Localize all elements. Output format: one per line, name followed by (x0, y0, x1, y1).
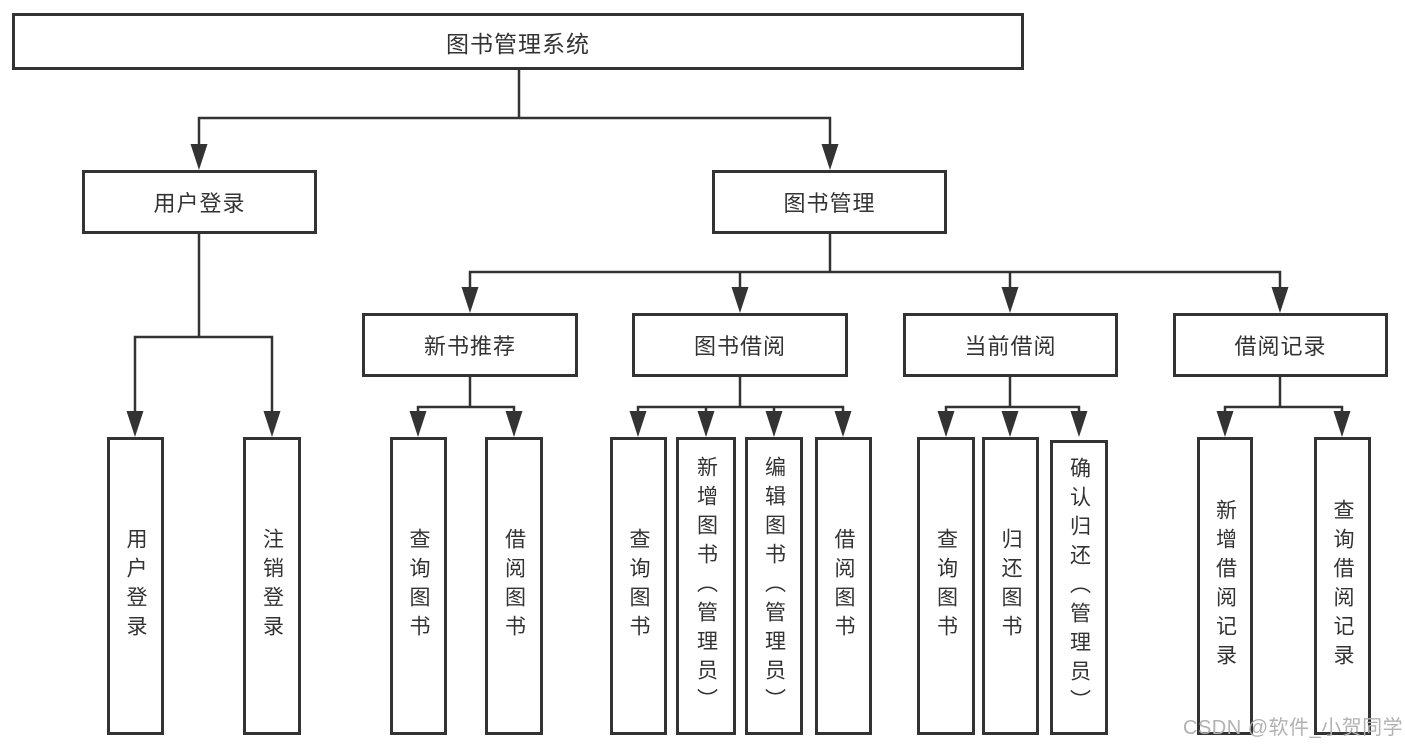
arrowhead-icon (937, 411, 955, 437)
node-label: 编辑图书（管理员） (762, 455, 786, 717)
node-leaf-current-confirm-return: 确认归还（管理员） (1050, 440, 1108, 735)
arrowhead-icon (765, 411, 783, 437)
connector-user-to-children (133, 232, 274, 416)
arrowhead-icon (1070, 411, 1088, 437)
arrowhead-icon (629, 411, 647, 437)
node-leaf-records-add: 新增借阅记录 (1197, 437, 1253, 735)
node-leaf-borrow-add: 新增图书（管理员） (676, 437, 736, 735)
node-label: 借阅图书 (502, 528, 526, 644)
node-root-system: 图书管理系统 (12, 13, 1024, 70)
node-label: 查询借阅记录 (1331, 499, 1354, 673)
node-user-login-branch: 用户登录 (82, 170, 317, 234)
arrowhead-icon (409, 411, 427, 437)
arrowhead-icon (505, 411, 523, 437)
connector-current-to-children (944, 375, 1081, 417)
node-leaf-newbook-borrow: 借阅图书 (485, 437, 543, 735)
arrowhead-icon (263, 411, 281, 437)
connector-lines (133, 68, 1344, 417)
node-leaf-logout: 注销登录 (243, 437, 301, 735)
arrowhead-icon (1001, 287, 1019, 313)
arrowhead-icon (697, 411, 715, 437)
node-current-borrow: 当前借阅 (903, 313, 1118, 377)
node-leaf-newbook-query: 查询图书 (390, 437, 447, 735)
node-leaf-borrow-edit: 编辑图书（管理员） (745, 437, 803, 735)
node-label: 新增借阅记录 (1213, 499, 1237, 673)
arrowhead-icon (731, 287, 749, 313)
arrowhead-icon (1001, 411, 1019, 437)
node-label: 借阅图书 (832, 528, 855, 644)
node-label: 查询图书 (627, 528, 650, 644)
connector-records-to-children (1223, 375, 1344, 417)
node-new-book-recommend: 新书推荐 (362, 313, 578, 377)
csdn-watermark: CSDN @软件_小贺同学 (1183, 717, 1404, 739)
node-book-management-branch: 图书管理 (712, 170, 947, 234)
node-leaf-borrow-query: 查询图书 (610, 437, 667, 735)
node-leaf-records-query: 查询借阅记录 (1314, 437, 1371, 735)
arrowhead-icon (126, 411, 144, 437)
node-label: 用户登录 (124, 528, 147, 644)
connector-arrowheads (126, 144, 1351, 437)
node-leaf-borrow-borrow: 借阅图书 (815, 437, 872, 735)
connector-mgmt-to-level3 (468, 232, 1282, 292)
arrowhead-icon (1271, 287, 1289, 313)
node-leaf-current-return: 归还图书 (982, 437, 1039, 735)
arrowhead-icon (461, 287, 479, 313)
node-label: 查询图书 (407, 528, 430, 644)
node-book-borrow: 图书借阅 (632, 313, 848, 377)
arrowhead-icon (821, 144, 839, 170)
connector-newbook-to-children (416, 375, 516, 417)
node-label: 确认归还（管理员） (1067, 457, 1091, 718)
arrowhead-icon (834, 411, 852, 437)
node-leaf-current-query: 查询图书 (917, 437, 975, 735)
node-leaf-user-login: 用户登录 (107, 437, 164, 735)
connector-borrow-to-children (636, 375, 845, 417)
arrowhead-icon (190, 144, 208, 170)
node-label: 查询图书 (934, 528, 958, 644)
node-label: 新增图书（管理员） (694, 455, 718, 717)
arrowhead-icon (1216, 411, 1234, 437)
arrowhead-icon (1333, 411, 1351, 437)
node-label: 归还图书 (999, 528, 1022, 644)
node-label: 注销登录 (260, 528, 284, 644)
node-borrow-records: 借阅记录 (1173, 313, 1388, 377)
connector-root-to-level2 (197, 68, 832, 148)
